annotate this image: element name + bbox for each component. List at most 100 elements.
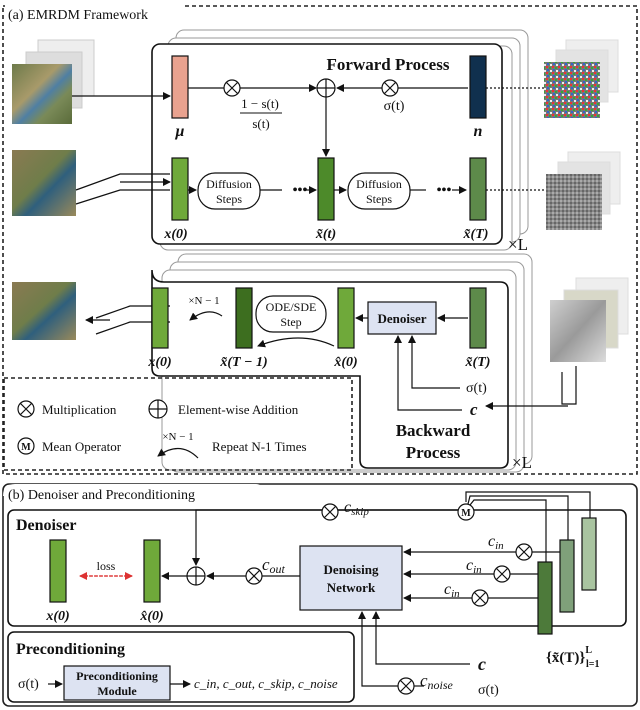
sigma-label: σ(t) bbox=[384, 99, 405, 114]
c-in-label-1: cin bbox=[488, 533, 504, 552]
b-condition-label: c bbox=[470, 400, 478, 419]
panel-b-title: (b) Denoiser and Preconditioning bbox=[8, 488, 195, 503]
pb-x0-bar bbox=[49, 539, 67, 603]
x0-label: x(0) bbox=[163, 227, 187, 242]
denoiser-box-label: Denoiser bbox=[377, 311, 426, 326]
b-xT1-bar bbox=[235, 287, 253, 349]
b-xT1-label: x̃(T − 1) bbox=[219, 355, 267, 370]
c-in-1-subscript: in bbox=[495, 540, 504, 552]
coef-numerator: 1 − s(t) bbox=[241, 96, 279, 111]
diffusion-steps-2 bbox=[347, 172, 411, 210]
stack-count-forward: ×L bbox=[508, 235, 528, 254]
pb-condition-label: c bbox=[478, 654, 486, 674]
mean-operator-icon bbox=[17, 437, 35, 455]
mean-operator-glyph: M bbox=[21, 442, 31, 453]
denoiser-section-title: Denoiser bbox=[16, 517, 76, 534]
preconditioning-module-line2: Module bbox=[97, 684, 137, 698]
ellipsis: ••• bbox=[293, 183, 308, 198]
mean-operator-icon bbox=[457, 503, 475, 521]
b-sigma-label: σ(t) bbox=[466, 381, 487, 396]
backward-title-line2: Process bbox=[406, 443, 461, 462]
noise-images bbox=[544, 39, 619, 118]
legend-multiply: Multiplication bbox=[42, 402, 117, 417]
c-noise-subscript: noise bbox=[428, 678, 454, 692]
xT-bar-3 bbox=[581, 517, 597, 591]
ode-sde-step-line1: ODE/SDE bbox=[266, 300, 317, 314]
b-xT-bar bbox=[469, 287, 487, 349]
b-xT-label: x̃(T) bbox=[465, 355, 491, 370]
xt-bar bbox=[317, 157, 335, 221]
x0-bar bbox=[171, 157, 189, 221]
c-out-label: cout bbox=[262, 555, 286, 576]
preconditioning-module bbox=[63, 665, 171, 701]
noise-label: n bbox=[474, 123, 483, 140]
b-xhat0-bar bbox=[337, 287, 355, 349]
diffusion-steps-1-line1: Diffusion bbox=[206, 177, 252, 191]
diffusion-steps-1-line2: Steps bbox=[216, 192, 242, 206]
preconditioning-title: Preconditioning bbox=[16, 641, 125, 658]
stack-count-backward: ×L bbox=[512, 453, 532, 472]
precond-sigma-label: σ(t) bbox=[18, 677, 39, 692]
c-out-symbol: c bbox=[262, 555, 270, 574]
pb-xhat0-bar bbox=[143, 539, 161, 603]
b-x0-bar bbox=[151, 287, 169, 349]
c-in-3-symbol: c bbox=[444, 581, 451, 598]
cloudy-input-images bbox=[550, 277, 629, 362]
backward-title-line1: Backward bbox=[396, 421, 471, 440]
mu-label: μ bbox=[175, 123, 185, 140]
c-in-label-3: cin bbox=[444, 581, 460, 600]
legend-repeat-symbol: ×N − 1 bbox=[162, 431, 193, 443]
denoising-network-line2: Network bbox=[327, 580, 376, 595]
diffusion-steps-2-line1: Diffusion bbox=[356, 177, 402, 191]
diffusion-steps-2-line2: Steps bbox=[366, 192, 392, 206]
panel-b-frame bbox=[2, 483, 638, 707]
panel-a-title: (a) EMRDM Framework bbox=[8, 8, 148, 23]
xT-bar-2 bbox=[559, 539, 575, 613]
noise-bar bbox=[469, 55, 487, 119]
b-x0-label: x(0) bbox=[147, 355, 171, 370]
input-image-mid bbox=[12, 150, 76, 216]
noisy-images bbox=[546, 151, 621, 230]
pb-xhat0-label: x̂(0) bbox=[139, 609, 163, 624]
c-in-3-subscript: in bbox=[451, 588, 460, 600]
repeat-label: ×N − 1 bbox=[188, 295, 219, 307]
legend-mean: Mean Operator bbox=[42, 439, 122, 454]
ellipsis: ••• bbox=[437, 183, 452, 198]
xT-set-subscript: l=1 bbox=[586, 659, 599, 670]
panel-a-frame bbox=[2, 5, 638, 475]
xT-bar bbox=[469, 157, 487, 221]
legend-add: Element-wise Addition bbox=[178, 402, 299, 417]
denoising-network-box bbox=[299, 545, 403, 611]
ode-sde-step bbox=[255, 295, 327, 333]
input-images-top bbox=[12, 39, 95, 124]
c-skip-subscript: skip bbox=[351, 506, 369, 518]
xT-set-superscript: L bbox=[585, 645, 592, 656]
denoiser-box bbox=[367, 301, 437, 335]
c-in-1-symbol: c bbox=[488, 533, 495, 550]
denoising-network-line1: Denoising bbox=[324, 562, 379, 577]
c-skip-label: cskip bbox=[344, 499, 369, 518]
mu-bar bbox=[171, 55, 189, 119]
pb-sigma-label: σ(t) bbox=[478, 683, 499, 698]
ode-sde-step-line2: Step bbox=[280, 315, 301, 329]
c-in-2-subscript: in bbox=[473, 564, 482, 576]
xT-set-symbol: {x̃(T)} bbox=[546, 650, 585, 666]
b-xhat0-label: x̂(0) bbox=[333, 355, 357, 370]
legend-box bbox=[3, 377, 353, 471]
c-out-subscript: out bbox=[270, 562, 286, 576]
legend-repeat: Repeat N-1 Times bbox=[212, 439, 307, 454]
mean-operator-glyph: M bbox=[461, 508, 471, 519]
preconditioning-section bbox=[7, 631, 355, 703]
output-image bbox=[12, 282, 76, 340]
pb-x0-label: x(0) bbox=[45, 609, 69, 624]
c-in-label-2: cin bbox=[466, 557, 482, 576]
c-noise-label: cnoise bbox=[420, 671, 454, 692]
coef-denominator: s(t) bbox=[252, 116, 269, 131]
loss-label: loss bbox=[97, 559, 116, 573]
xT-bar-1 bbox=[537, 561, 553, 635]
precond-outputs: c_in, c_out, c_skip, c_noise bbox=[194, 676, 338, 691]
c-in-2-symbol: c bbox=[466, 557, 473, 574]
